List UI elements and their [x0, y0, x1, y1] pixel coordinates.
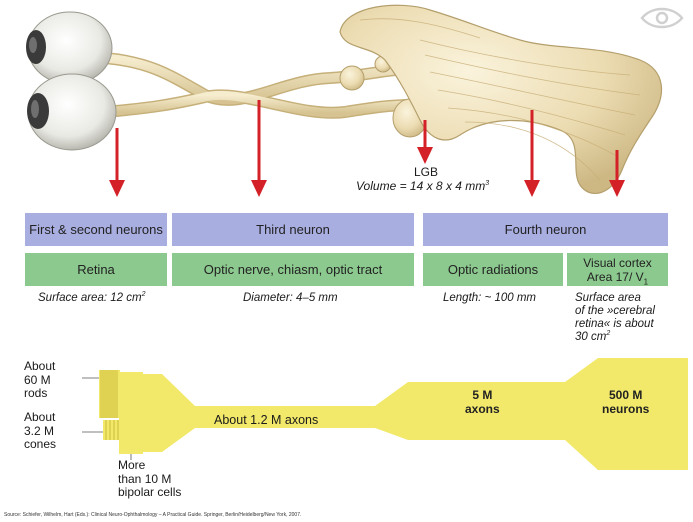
cones-label: About 3.2 M cones — [24, 410, 57, 451]
cortex-surface-area: Surface area of the »cerebral retina« is… — [575, 292, 655, 343]
cone-block — [103, 420, 120, 440]
axons-count-label: About 1.2 M axons — [214, 413, 319, 427]
optic-nerve-diameter: Diameter: 4–5 mm — [243, 292, 338, 304]
radiation-length: Length: ~ 100 mm — [443, 292, 537, 304]
visual-pathway-illustration — [26, 4, 684, 197]
lgb-volume: Volume = 14 x 8 x 4 mm3 — [356, 179, 490, 194]
pathway-shape — [142, 358, 688, 470]
eyeball-lower — [27, 73, 117, 151]
rods-label: About 60 M rods — [24, 359, 56, 400]
box-visual-cortex: Visual cortex Area 17/ V1 — [567, 253, 668, 286]
header-first-second-neurons: First & second neurons — [25, 213, 167, 246]
pointer-arrows — [109, 100, 625, 197]
leader-lines — [82, 377, 132, 460]
box-optic-radiations: Optic radiations — [423, 253, 563, 286]
retina-surface-area: Surface area: 12 cm2 — [38, 291, 146, 304]
bipolar-cells-label: More than 10 M bipolar cells — [118, 458, 182, 499]
cortex-neurons-count: 500 M neurons — [602, 388, 650, 416]
lgb-volume-exp: 3 — [485, 180, 490, 187]
header-third-neuron: Third neuron — [172, 213, 414, 246]
eye-logo-icon — [640, 7, 684, 29]
photoreceptor-comb — [100, 370, 118, 418]
area-17-label: Area 17/ V1 — [586, 269, 649, 286]
visual-cortex-label: Visual cortex — [583, 255, 652, 270]
header-fourth-neuron: Fourth neuron — [423, 213, 668, 246]
neuron-count-flow-diagram — [82, 358, 688, 470]
source-citation: Source: Schiefer, Wilhelm, Hart (Eds.): … — [4, 512, 302, 518]
lgb-volume-text: Volume = 14 x 8 x 4 mm — [356, 179, 486, 193]
box-retina: Retina — [25, 253, 167, 286]
bipolar-block — [119, 372, 143, 454]
lgb-label: LGB — [414, 165, 439, 179]
lgb-axons-count: 5 M axons — [465, 388, 500, 416]
radiation-fibers — [359, 18, 641, 181]
box-optic-nerve-chiasm-tract: Optic nerve, chiasm, optic tract — [172, 253, 414, 286]
brain-tissue-upper — [339, 4, 663, 194]
eyeball-upper — [26, 11, 113, 85]
